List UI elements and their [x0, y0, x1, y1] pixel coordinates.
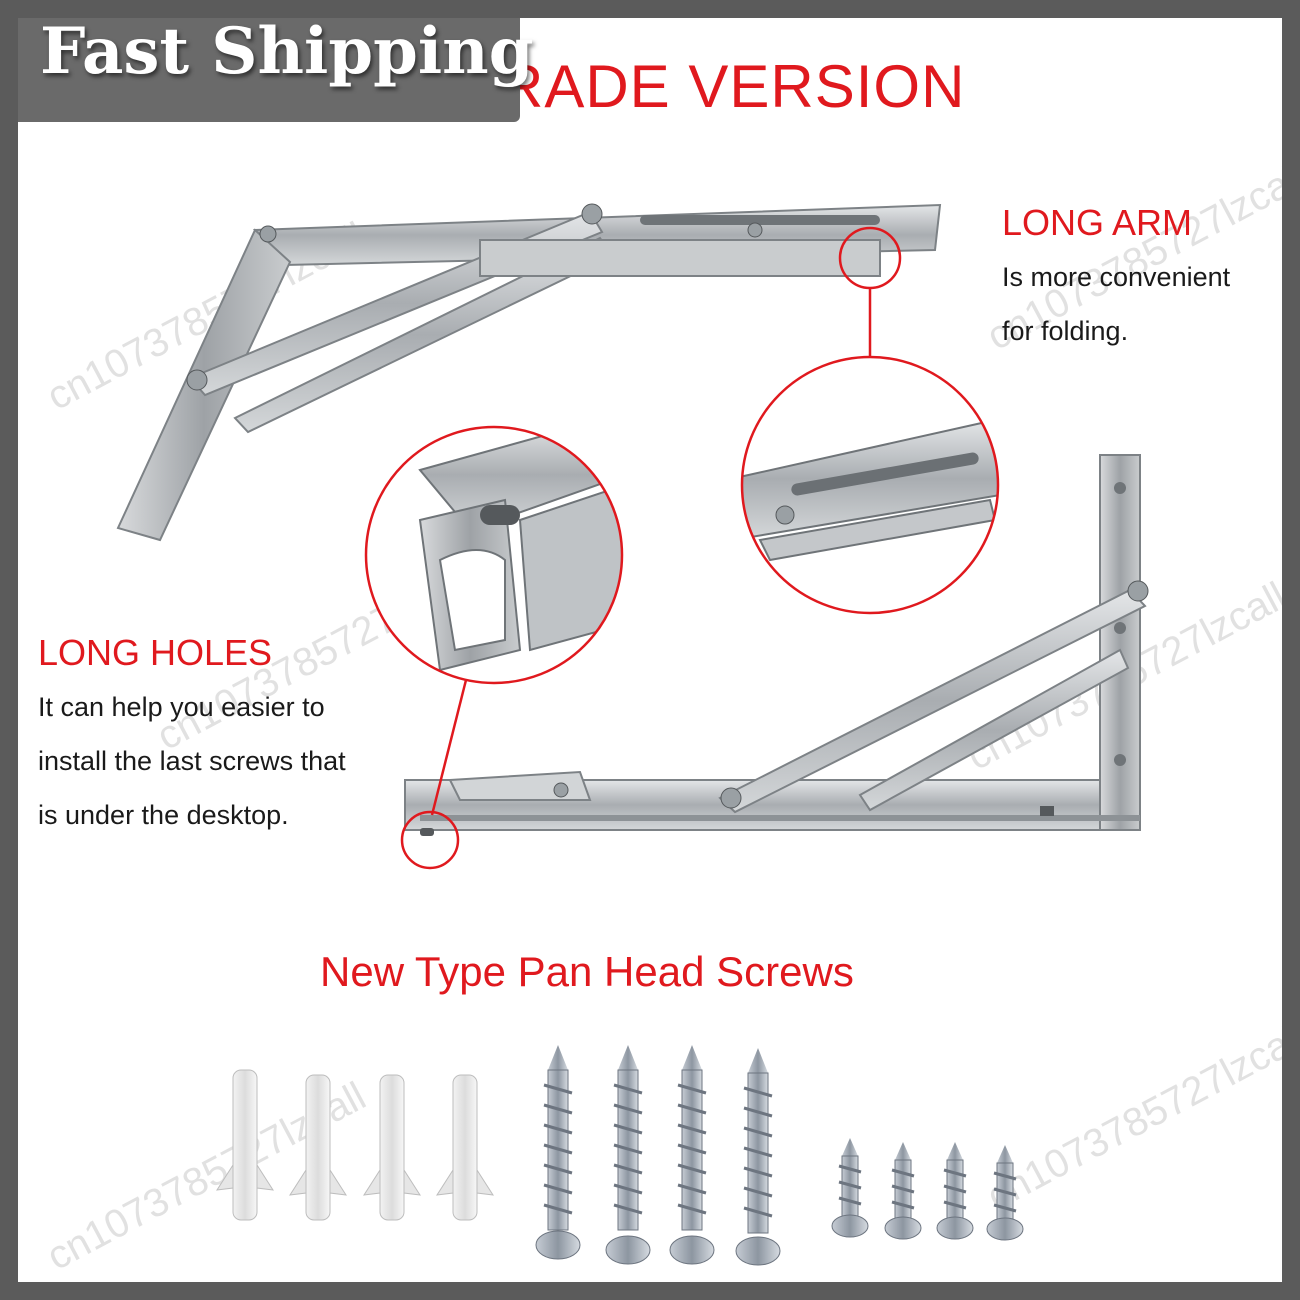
fast-shipping-banner: Fast Shipping [0, 0, 533, 122]
banner-text: Fast Shipping [40, 14, 534, 89]
long-holes-description-line: is under the desktop. [38, 800, 289, 830]
long-screw [735, 1048, 781, 1266]
wall-anchor [289, 1074, 347, 1221]
long-arm-description-line: Is more convenient [1002, 262, 1231, 292]
long-holes-description-line: It can help you easier to [38, 692, 325, 722]
bracket-top [116, 203, 942, 542]
screws-title: New Type Pan Head Screws [320, 948, 854, 995]
wall-anchor [436, 1074, 494, 1221]
bracket-bottom [404, 454, 1149, 836]
wall-anchor [363, 1074, 421, 1221]
long-holes-callout [364, 425, 624, 870]
long-screw [535, 1045, 581, 1260]
short-screw [986, 1145, 1024, 1241]
long-arm-title: LONG ARM [1002, 202, 1193, 243]
long-arm-callout [740, 226, 1000, 615]
hardware-row [216, 1045, 1024, 1266]
short-screw [831, 1138, 869, 1238]
long-arm-description-line: for folding. [1002, 316, 1129, 346]
long-holes-description-line: install the last screws that [38, 746, 346, 776]
headline: RADE VERSION [500, 53, 966, 120]
short-screw [936, 1142, 974, 1240]
long-screw [605, 1045, 651, 1265]
long-screw [669, 1045, 715, 1265]
long-holes-title: LONG HOLES [38, 632, 273, 673]
short-screw [884, 1142, 922, 1240]
wall-anchor [216, 1069, 274, 1221]
